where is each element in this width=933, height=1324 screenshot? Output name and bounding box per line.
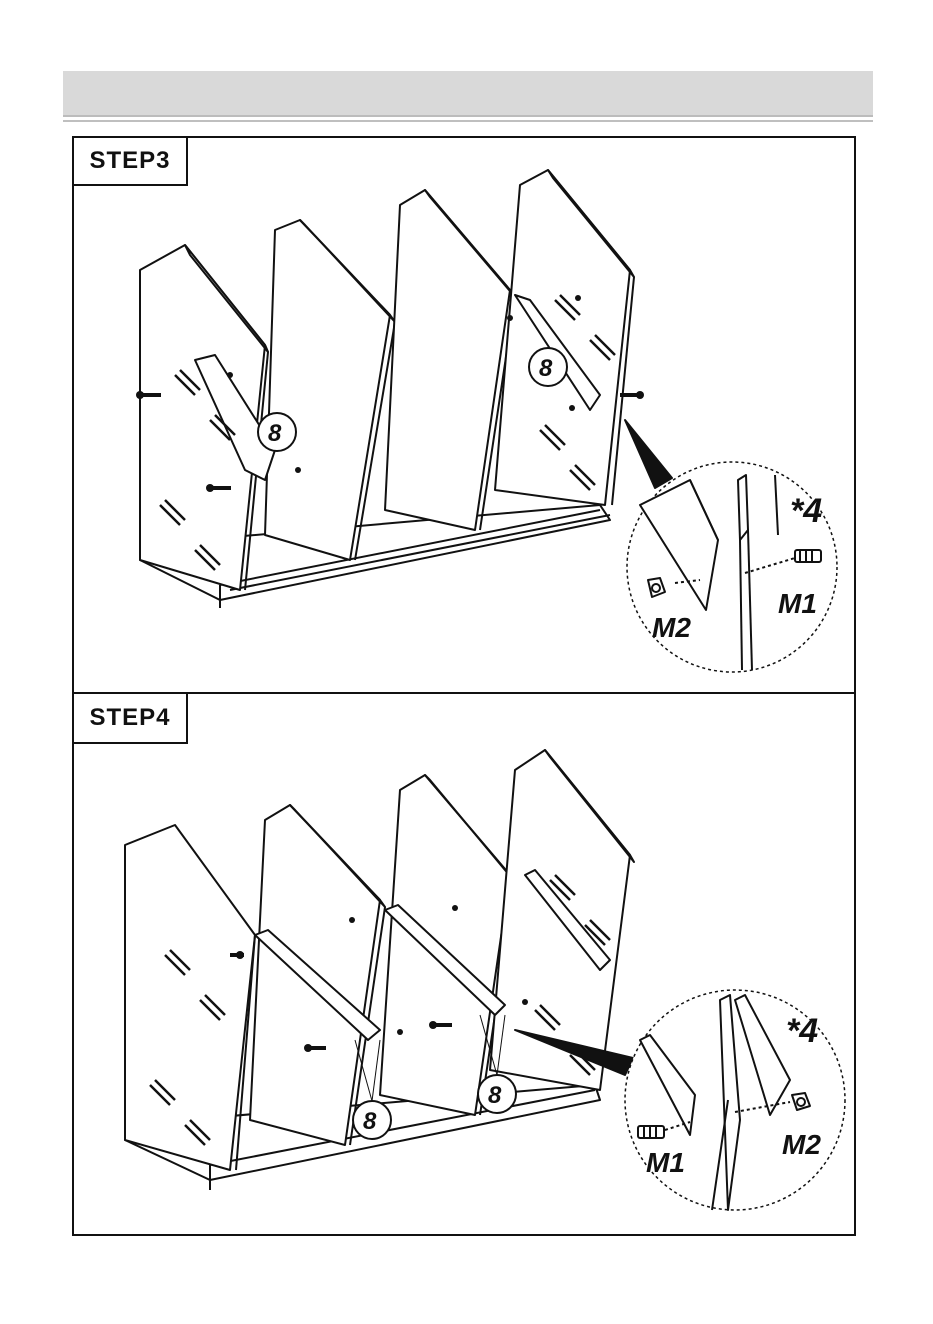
step3-label: STEP3 — [72, 136, 188, 186]
step3-panel-4 — [495, 170, 630, 505]
step3-panel-3 — [385, 190, 510, 530]
step4-nut-label: M2 — [782, 1129, 821, 1160]
step4-part-8-label-left: 8 — [363, 1108, 377, 1135]
step4-panel-1 — [125, 825, 255, 1170]
step3-quantity: *4 — [790, 492, 822, 530]
step3-part-8-label-right: 8 — [539, 355, 553, 382]
step3-part-8-label-left: 8 — [268, 420, 282, 447]
step3-nut-label: M2 — [652, 612, 691, 643]
step3-detail-bolt — [795, 550, 821, 562]
step4-shelf-drawing — [125, 750, 845, 1210]
step3-bolt-label: M1 — [778, 588, 817, 619]
step4-label: STEP4 — [72, 692, 188, 744]
step3-panel-2 — [265, 220, 390, 560]
step3-shelf-drawing — [136, 170, 837, 672]
step4-part-8-label-right: 8 — [488, 1082, 502, 1109]
step4-bolt-label: M1 — [646, 1147, 685, 1178]
step4-quantity: *4 — [786, 1012, 818, 1050]
